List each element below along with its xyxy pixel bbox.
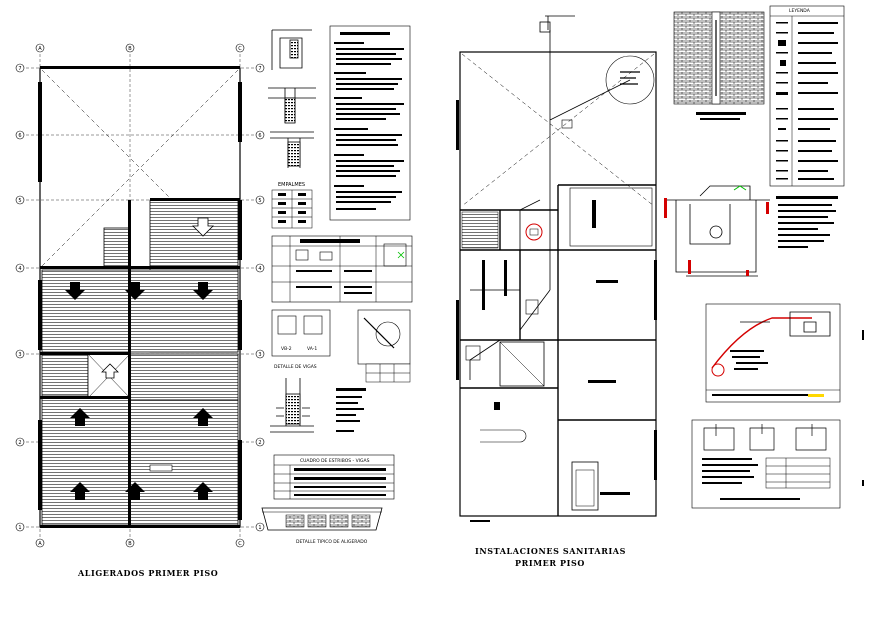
sanitary-title-line2: PRIMER PISO [515, 558, 585, 568]
grid-label-col: C [238, 541, 242, 547]
beam-label-vb2: VB-2 [281, 346, 292, 352]
grid-label-row: 1 [258, 525, 261, 531]
aligerado-detail-title: DETALLE TIPICO DE ALIGERADO [296, 539, 368, 545]
structural-details: EMPALMES [261, 25, 413, 545]
grid-label-row: 2 [18, 440, 21, 446]
aligerados-title: ALIGERADOS PRIMER PISO [78, 568, 219, 578]
grid-label-row: 2 [258, 440, 261, 446]
grid-label-col: B [128, 46, 132, 52]
estribos-title: CUADRO DE ESTRIBOS - VIGAS [300, 458, 370, 464]
grid-label-row: 7 [258, 66, 261, 72]
sanitary-plan [456, 15, 657, 522]
grid-label-col: A [38, 541, 42, 547]
leyenda-title: LEYENDA [789, 8, 811, 14]
grid-label-row: 5 [258, 198, 261, 204]
sanitary-details: LEYENDA [664, 5, 864, 509]
grid-label-row: 4 [18, 266, 21, 272]
grid-label-row: 3 [258, 352, 261, 358]
vigas-title: DETALLE DE VIGAS [274, 364, 317, 370]
grid-label-row: 4 [258, 266, 261, 272]
grid-label-col: A [38, 46, 42, 52]
grid-label-row: 5 [18, 198, 21, 204]
grid-label-row: 7 [18, 66, 21, 72]
grid-label-row: 1 [18, 525, 21, 531]
grid-label-col: C [238, 46, 242, 52]
beam-label-va1: VA-1 [307, 346, 317, 352]
grid-label-row: 6 [258, 133, 261, 139]
grid-label-col: B [128, 541, 132, 547]
aligerado-plan: A B C A B C 7 6 5 4 3 2 1 7 6 5 4 3 2 1 [15, 43, 265, 548]
sanitary-title-line1: INSTALACIONES SANITARIAS [475, 546, 626, 556]
grid-label-row: 6 [18, 133, 21, 139]
grid-label-row: 3 [18, 352, 21, 358]
empalmes-title: EMPALMES [278, 182, 305, 188]
